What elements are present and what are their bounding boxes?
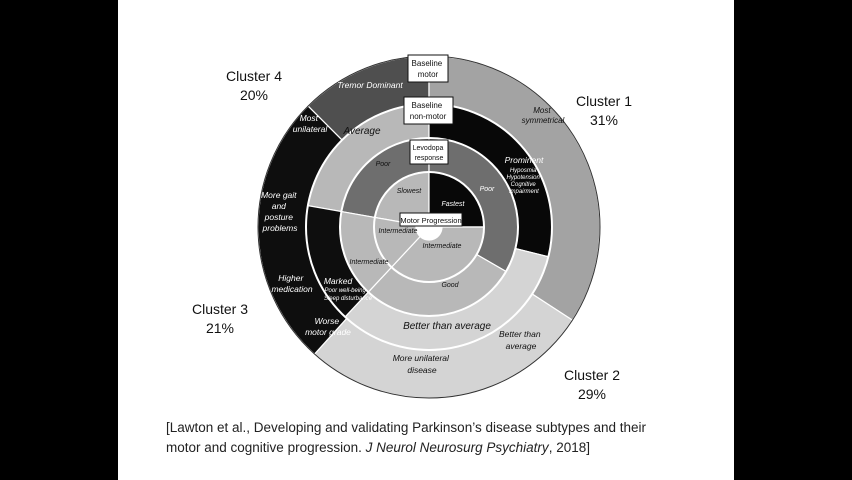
label-levodopa-poor-c4: Poor bbox=[376, 161, 391, 168]
label-most-symmetrical: Most symmetrical bbox=[522, 106, 565, 125]
title-levodopa-response: Levodopa response bbox=[409, 139, 449, 165]
label-levodopa-good: Good bbox=[441, 282, 459, 289]
label-progression-intermediate-c3: Intermediate bbox=[379, 228, 418, 235]
label-better-than-average-outer: Better than average bbox=[499, 329, 543, 351]
svg-text:Baseline motor: Baseline motor bbox=[412, 59, 445, 79]
label-levodopa-intermediate: Intermediate bbox=[350, 259, 389, 266]
slide: Tremor Dominant Most unilateral Most sym… bbox=[118, 0, 734, 480]
ring-separator bbox=[339, 137, 519, 317]
subtype-wheel-diagram: Tremor Dominant Most unilateral Most sym… bbox=[257, 54, 601, 399]
label-prominent-details: Hyposmia Hypotension Cognitive impairmen… bbox=[506, 168, 541, 195]
label-more-unilateral-disease: More unilateral disease bbox=[393, 353, 452, 375]
citation: [Lawton et al., Developing and validatin… bbox=[166, 418, 726, 458]
label-worse-motor-grade: Worse motor grade bbox=[305, 316, 351, 337]
label-average: Average bbox=[342, 126, 381, 137]
citation-line-2: motor and cognitive progression. J Neuro… bbox=[166, 440, 590, 455]
label-tremor-dominant: Tremor Dominant bbox=[337, 80, 403, 90]
title-baseline-nonmotor: Baseline non-motor bbox=[403, 96, 454, 125]
label-gait-posture-problems: More gait and posture problems bbox=[261, 190, 299, 233]
citation-journal: J Neurol Neurosurg Psychiatry bbox=[365, 440, 549, 455]
label-prominent: Prominent bbox=[505, 155, 544, 165]
label-progression-intermediate-c2: Intermediate bbox=[423, 243, 462, 250]
ring-separator bbox=[373, 171, 485, 283]
label-better-than-average: Better than average bbox=[403, 321, 491, 332]
svg-text:Motor Progression: Motor Progression bbox=[400, 216, 461, 225]
label-marked-details: Poor well-being Sleep disturbance bbox=[324, 288, 373, 302]
svg-text:Baseline non-motor: Baseline non-motor bbox=[410, 101, 447, 121]
svg-text:Levodopa response: Levodopa response bbox=[413, 145, 446, 162]
label-slowest: Slowest bbox=[397, 188, 423, 195]
title-motor-progression: Motor Progression bbox=[399, 212, 463, 227]
label-most-unilateral: Most unilateral bbox=[293, 113, 329, 134]
label-higher-medication: Higher medication bbox=[271, 273, 312, 294]
citation-line-1: [Lawton et al., Developing and validatin… bbox=[166, 420, 647, 435]
label-marked: Marked bbox=[324, 276, 353, 286]
label-fastest: Fastest bbox=[442, 201, 466, 208]
title-baseline-motor: Baseline motor bbox=[407, 54, 449, 83]
label-levodopa-poor-c1: Poor bbox=[480, 186, 495, 193]
